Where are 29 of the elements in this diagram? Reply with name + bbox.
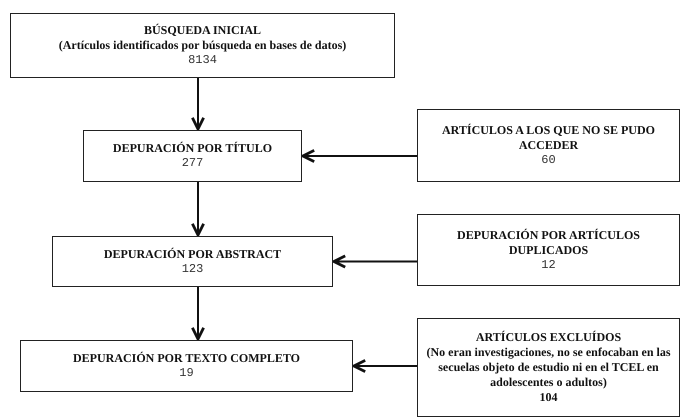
box-title: DEPURACIÓN POR TEXTO COMPLETO bbox=[72, 351, 300, 366]
arrow bbox=[191, 287, 205, 340]
box-description: (No eran investigaciones, no se enfocaban en las secuelas objeto de estudio ni en el TCEL en adolescentes o adultos) bbox=[426, 345, 672, 390]
box-title: DEPURACIÓN POR ABSTRACT bbox=[104, 246, 282, 262]
exclusion-box bbox=[417, 214, 680, 286]
arrow bbox=[332, 254, 417, 268]
exclusion-box bbox=[417, 109, 680, 182]
count-text: 8134 bbox=[188, 53, 217, 68]
process-box bbox=[83, 130, 302, 182]
arrow bbox=[191, 182, 205, 236]
exclusion-box bbox=[417, 318, 680, 417]
process-box bbox=[52, 236, 333, 287]
process-box bbox=[20, 340, 353, 392]
arrow bbox=[352, 359, 417, 373]
box-title: BÚSQUEDA INICIAL bbox=[144, 23, 262, 38]
box-title: ARTÍCULOS A LOS QUE NO SE PUDO ACCEDER bbox=[441, 123, 656, 153]
count-text: 277 bbox=[182, 156, 204, 171]
count-text: 60 bbox=[541, 153, 556, 168]
box-title: ARTÍCULOS EXCLUÍDOS bbox=[476, 330, 622, 345]
count-text: 19 bbox=[179, 366, 194, 381]
process-box bbox=[10, 13, 395, 78]
box-description: (Artículos identificados por búsqueda en bases de datos) bbox=[58, 38, 346, 53]
count-text: 12 bbox=[541, 258, 556, 272]
box-title: DEPURACIÓN POR ARTÍCULOS DUPLICADOS bbox=[456, 228, 641, 258]
box-title: DEPURACIÓN POR TÍTULO bbox=[112, 141, 272, 156]
count-text: 123 bbox=[182, 262, 204, 276]
arrow bbox=[191, 78, 205, 130]
arrow bbox=[302, 149, 417, 163]
count-text: 104 bbox=[540, 390, 558, 405]
